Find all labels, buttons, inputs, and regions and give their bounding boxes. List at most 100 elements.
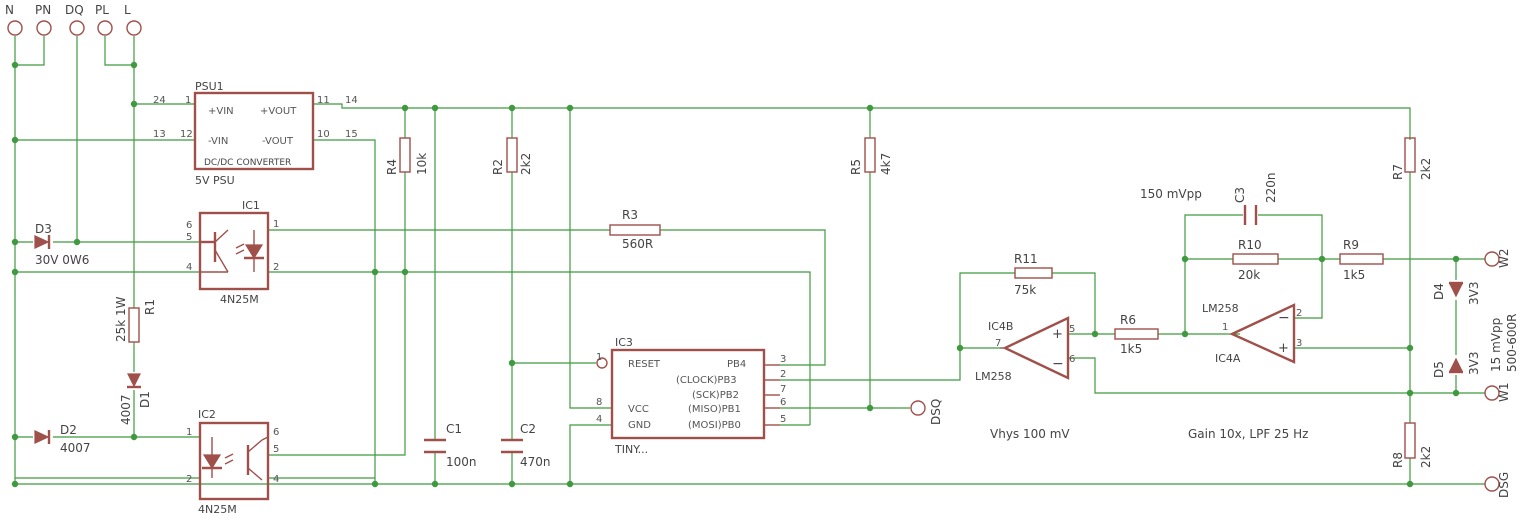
svg-text:220n: 220n [1264,172,1278,203]
connector-pn: PN [35,3,52,36]
resistor-r7: R7 2k2 [1391,137,1433,180]
svg-text:+VIN: +VIN [208,106,234,117]
diode-d3: D3 30V 0W6 [34,222,89,267]
svg-text:TINY...: TINY... [614,443,648,456]
ic4a-opamp: − + LM258 IC4A 1 2 3 [1202,302,1302,365]
resistor-r6: R6 1k5 [1114,313,1159,356]
svg-text:20k: 20k [1238,268,1260,282]
svg-text:1: 1 [596,352,602,363]
svg-text:DSQ: DSQ [929,399,943,425]
svg-text:(CLOCK)PB3: (CLOCK)PB3 [676,375,737,386]
notes: 150 mVpp 15 mVpp 500-600R Vhys 100 mV Ga… [990,187,1519,441]
svg-text:R6: R6 [1120,313,1136,327]
svg-text:6: 6 [780,397,786,408]
svg-text:-VOUT: -VOUT [262,136,294,147]
svg-text:R3: R3 [622,208,638,222]
resistor-r10: R10 20k [1232,238,1279,282]
svg-text:5: 5 [273,444,279,455]
svg-text:LM258: LM258 [1202,302,1239,315]
svg-text:R9: R9 [1343,238,1359,252]
svg-text:14: 14 [345,95,358,106]
capacitor-c1: C1 100n [424,422,477,469]
svg-text:Gain 10x, LPF 25 Hz: Gain 10x, LPF 25 Hz [1188,427,1308,441]
connector-pl: PL [95,3,113,36]
resistor-r4: R4 10k [385,137,429,175]
svg-text:D4: D4 [1432,283,1446,300]
svg-text:DSG: DSG [1497,472,1511,498]
diode-d1: D1 4007 [119,373,152,425]
svg-text:11: 11 [317,95,330,106]
connector-l: L [124,3,142,36]
svg-text:R8: R8 [1391,452,1405,468]
svg-text:25k 1W: 25k 1W [114,296,128,342]
svg-text:2k2: 2k2 [1419,158,1433,180]
diode-d4: D4 3V3 [1432,282,1481,305]
svg-text:Vhys 100 mV: Vhys 100 mV [990,427,1070,441]
connector-dsg: DSG [1484,472,1511,498]
svg-text:IC4A: IC4A [1215,352,1241,365]
svg-text:L: L [124,3,131,17]
svg-text:DC/DC CONVERTER: DC/DC CONVERTER [204,158,291,168]
svg-text:5: 5 [780,414,786,425]
svg-text:3V3: 3V3 [1467,352,1481,375]
capacitor-c3: C3 220n [1233,172,1278,225]
diode-d2: D2 4007 [34,423,91,455]
svg-text:4k7: 4k7 [879,153,893,175]
svg-text:4N25M: 4N25M [198,503,237,516]
svg-text:1k5: 1k5 [1343,268,1365,282]
svg-text:D1: D1 [138,391,152,408]
svg-text:1: 1 [1222,322,1228,333]
svg-text:3: 3 [780,354,786,365]
connector-w1: W1 [1484,383,1511,402]
svg-text:5: 5 [186,232,192,243]
wires [14,36,1485,485]
capacitor-c2: C2 470n [501,422,551,469]
svg-text:-VIN: -VIN [208,136,228,147]
svg-text:24: 24 [153,95,166,106]
svg-text:3V3: 3V3 [1467,282,1481,305]
svg-text:(MOSI)PB0: (MOSI)PB0 [688,420,741,431]
svg-text:100n: 100n [446,455,477,469]
svg-text:IC2: IC2 [198,408,216,421]
resistor-r3: R3 560R [609,208,661,251]
svg-text:C1: C1 [446,422,462,436]
svg-text:PL: PL [95,3,109,17]
svg-text:4N25M: 4N25M [220,293,259,306]
svg-text:6: 6 [1069,354,1075,365]
svg-text:15: 15 [345,129,358,140]
svg-text:2k2: 2k2 [519,153,533,175]
svg-text:470n: 470n [520,455,551,469]
svg-text:30V 0W6: 30V 0W6 [35,253,89,267]
psu1: PSU1 5V PSU +VIN -VIN +VOUT -VOUT DC/DC … [153,80,358,187]
connector-n: N [5,3,23,36]
svg-text:7: 7 [995,338,1001,349]
svg-text:R5: R5 [849,159,863,175]
junctions [11,61,1460,488]
svg-text:RESET: RESET [628,359,661,370]
ic4b-opamp: + − IC4B LM258 5 6 7 [975,316,1075,383]
svg-text:2k2: 2k2 [1419,446,1433,468]
svg-text:+: + [1278,341,1289,356]
resistor-r9: R9 1k5 [1339,238,1384,282]
resistor-r1: R1 25k 1W [114,296,157,343]
svg-text:6: 6 [186,220,192,231]
svg-text:LM258: LM258 [975,370,1012,383]
connector-dq: DQ [65,3,85,36]
svg-text:13: 13 [153,129,166,140]
connector-dsq: DSQ [910,399,943,425]
svg-text:(SCK)PB2: (SCK)PB2 [692,390,739,401]
svg-text:5V PSU: 5V PSU [195,174,235,187]
svg-text:GND: GND [628,420,651,431]
diode-d5: D5 3V3 [1432,352,1481,378]
svg-text:10k: 10k [415,153,429,175]
resistor-r8: R8 2k2 [1391,422,1433,468]
svg-text:+: + [1052,327,1063,342]
svg-text:1k5: 1k5 [1120,342,1142,356]
svg-text:R4: R4 [385,159,399,175]
svg-text:W2: W2 [1497,249,1511,269]
svg-text:(MISO)PB1: (MISO)PB1 [688,404,741,415]
svg-text:3: 3 [1296,338,1302,349]
svg-text:PSU1: PSU1 [195,80,224,93]
svg-text:VCC: VCC [628,404,649,415]
svg-text:15 mVpp: 15 mVpp [1489,318,1503,372]
